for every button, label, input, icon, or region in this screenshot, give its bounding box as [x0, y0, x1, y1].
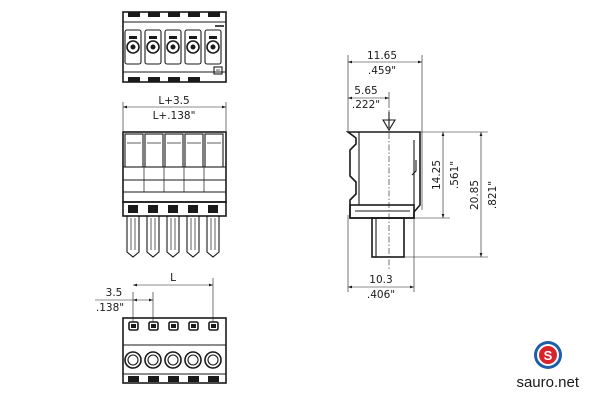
dim-width-in: .459"	[368, 65, 396, 77]
brand-logo-letter: S	[544, 348, 553, 363]
bottom-view-keys	[128, 321, 219, 331]
brand-name: sauro.net	[516, 374, 579, 391]
middle-dimension-top-span: L+3.5 L+.138"	[122, 95, 227, 131]
brand-logo: S	[534, 341, 562, 369]
top-view-connector	[122, 11, 227, 83]
dim-height-total-mm: 20.85	[469, 180, 481, 210]
dim-pitch-label: L	[170, 272, 176, 284]
top-view-contacts	[124, 29, 222, 65]
dim-pitch-in: .138"	[96, 302, 124, 314]
bottom-view-wire-entries	[124, 351, 222, 369]
dim-width-mm: 11.65	[367, 50, 397, 62]
dim-height-short-in: .561"	[449, 161, 461, 189]
bottom-dimension-pitch: L 3.5 .138"	[95, 272, 214, 322]
dim-depth-in: .406"	[367, 289, 395, 301]
dim-height-short-mm: 14.25	[431, 160, 443, 190]
dim-depth-mm: 10.3	[369, 274, 392, 286]
dim-offset-mm: 5.65	[354, 85, 377, 97]
dim-top-span-mm: L+3.5	[158, 95, 189, 107]
side-view-dimensions: 11.65 .459" 5.65 .222" 14.25 .561" 20.85…	[347, 50, 499, 301]
dim-height-total-in: .821"	[487, 181, 499, 209]
dim-pitch-mm: 3.5	[106, 287, 123, 299]
middle-view-pins	[126, 216, 220, 258]
side-view-connector	[345, 110, 421, 270]
middle-view-connector	[122, 131, 227, 258]
dim-top-span-in: L+.138"	[153, 110, 196, 122]
bottom-view-connector	[122, 317, 227, 384]
brand-logo-inner-disc	[539, 346, 557, 364]
dim-offset-in: .222"	[352, 99, 380, 111]
